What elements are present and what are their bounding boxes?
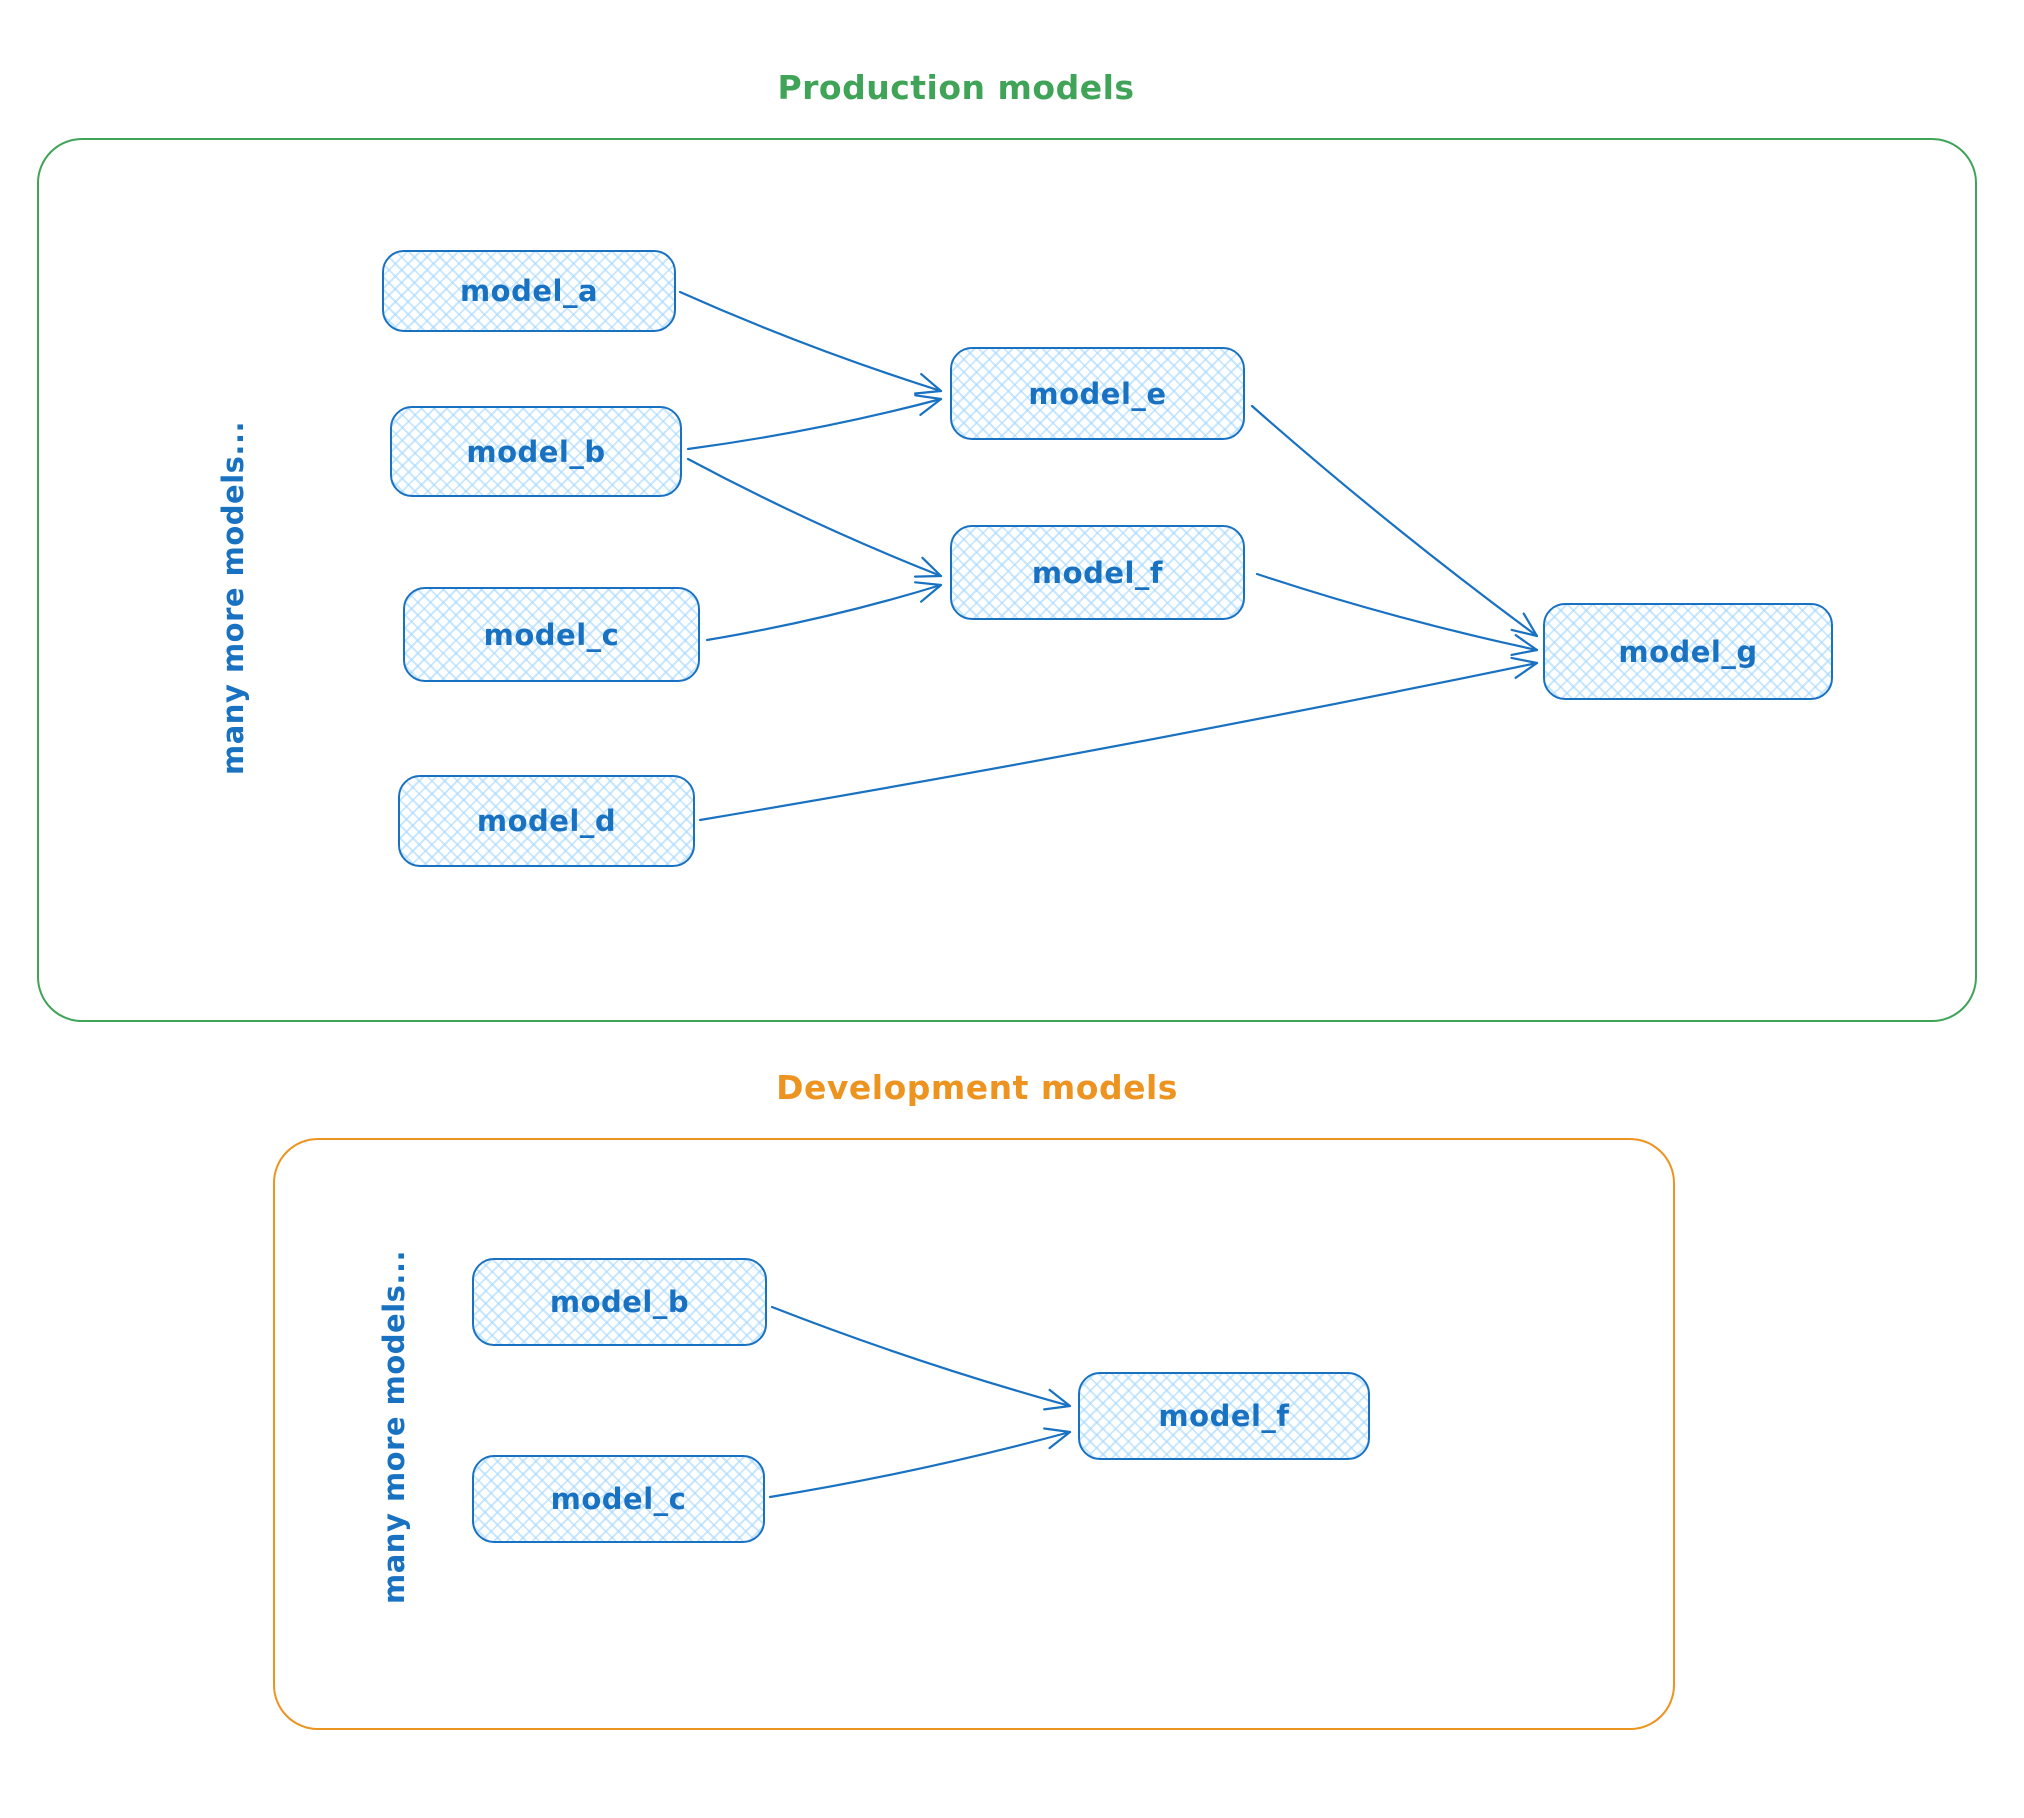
node-production-model_e: model_e bbox=[950, 347, 1245, 440]
node-development-model_c: model_c bbox=[472, 1455, 765, 1543]
production-title: Production models bbox=[777, 68, 1135, 107]
node-production-model_c: model_c bbox=[403, 587, 700, 682]
node-production-model_a: model_a bbox=[382, 250, 676, 332]
node-production-model_f: model_f bbox=[950, 525, 1245, 620]
node-production-model_d: model_d bbox=[398, 775, 695, 867]
node-production-model_b: model_b bbox=[390, 406, 682, 497]
node-development-model_f: model_f bbox=[1078, 1372, 1370, 1460]
node-production-model_g: model_g bbox=[1543, 603, 1833, 700]
development-side-label: many more models... bbox=[377, 1250, 411, 1604]
production-frame bbox=[37, 138, 1977, 1022]
node-development-model_b: model_b bbox=[472, 1258, 767, 1346]
development-frame bbox=[273, 1138, 1675, 1730]
development-title: Development models bbox=[776, 1068, 1178, 1107]
production-side-label: many more models... bbox=[216, 421, 250, 775]
